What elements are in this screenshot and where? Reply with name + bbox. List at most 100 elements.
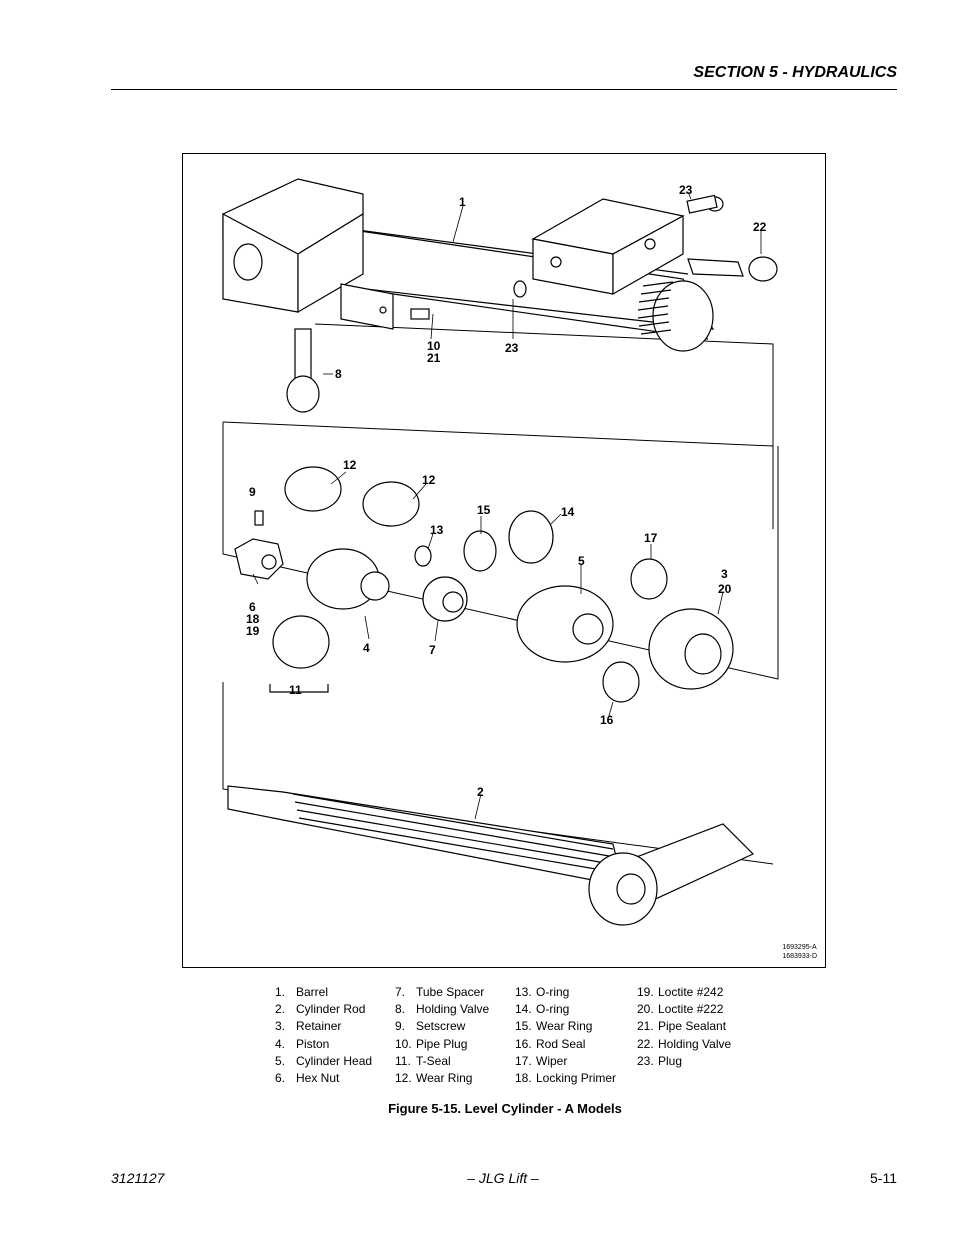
legend-item-label: Cylinder Head xyxy=(296,1053,373,1068)
legend-item-label: Cylinder Rod xyxy=(296,1002,366,1017)
legend-item-label: Loctite #222 xyxy=(658,1002,724,1017)
legend-item: 21. Pipe Sealant xyxy=(637,1018,747,1035)
legend-item-number: 10. xyxy=(395,1036,412,1051)
legend-item-number: 14. xyxy=(515,1002,532,1017)
legend-item-number: 8. xyxy=(395,1002,406,1017)
legend-item: 5. Cylinder Head xyxy=(275,1053,395,1070)
legend-item-number: 6. xyxy=(275,1071,286,1086)
legend-item: 16. Rod Seal xyxy=(515,1036,637,1053)
legend-item-number: 5. xyxy=(275,1053,286,1068)
callout-3: 3 xyxy=(721,567,728,581)
legend-item: 8. Holding Valve xyxy=(395,1001,515,1018)
legend-item: 7. Tube Spacer xyxy=(395,984,515,1001)
document-number: 3121127 xyxy=(111,1170,165,1186)
legend-item-label: Holding Valve xyxy=(416,1002,490,1017)
figure-caption: Figure 5-15. Level Cylinder - A Models xyxy=(388,1101,622,1116)
legend-item: 12. Wear Ring xyxy=(395,1070,515,1087)
parts-legend: 1. Barrel 2. Cylinder Rod 3. Retainer 4. Pis… xyxy=(275,984,747,1087)
callout-2: 2 xyxy=(477,785,484,799)
legend-item-label: T-Seal xyxy=(416,1053,451,1068)
callout-17: 17 xyxy=(644,531,658,545)
legend-item: 18. Locking Primer xyxy=(515,1070,637,1087)
legend-item: 15.Wear Ring xyxy=(515,1018,637,1035)
legend-item-label: Loctite #242 xyxy=(658,985,724,999)
level-cylinder-drawing: 1 2 3 20 4 5 6 18 19 7 8 9 10 21 11 12 1… xyxy=(222,178,779,926)
drawing-id: 1693295-A xyxy=(782,944,817,951)
legend-item-number: 15. xyxy=(515,1019,532,1034)
legend-item: 13.O-ring xyxy=(515,984,637,1001)
legend-item-label: Holding Valve xyxy=(658,1036,732,1051)
callout-23b: 23 xyxy=(505,341,519,355)
callout-12a: 12 xyxy=(343,458,357,472)
callout-19: 19 xyxy=(246,624,260,638)
legend-item: 22. Holding Valve xyxy=(637,1036,747,1053)
legend-item-number: 2. xyxy=(275,1002,286,1017)
legend-item: 19. Loctite #242 xyxy=(637,984,747,1001)
legend-item-number: 20. xyxy=(637,1002,654,1017)
legend-item-number: 9. xyxy=(395,1019,406,1034)
legend-item-number: 11. xyxy=(395,1053,411,1068)
legend-item-number: 4. xyxy=(275,1036,286,1051)
legend-item-number: 1. xyxy=(275,985,286,999)
legend-item-number: 23. xyxy=(637,1053,654,1068)
section-title: SECTION 5 - HYDRAULICS xyxy=(693,64,897,81)
legend-item: 3. Retainer xyxy=(275,1018,395,1035)
footer-brand: – JLG Lift – xyxy=(467,1170,539,1186)
legend-item-label: Plug xyxy=(658,1053,683,1068)
callout-14: 14 xyxy=(561,505,575,519)
legend-item: 9. Setscrew xyxy=(395,1018,515,1035)
legend-item-label: Pipe Sealant xyxy=(658,1019,727,1034)
legend-item-label: Hex Nut xyxy=(296,1071,340,1086)
legend-item: 23. Plug xyxy=(637,1053,747,1070)
legend-item-label: Tube Spacer xyxy=(416,985,485,999)
legend-item-number: 16. xyxy=(515,1036,532,1051)
callout-9: 9 xyxy=(249,485,256,499)
callout-23a: 23 xyxy=(679,183,693,197)
header-rule xyxy=(111,89,897,90)
callout-21: 21 xyxy=(427,351,441,365)
legend-item: 10.Pipe Plug xyxy=(395,1036,515,1053)
legend-item-label: O-ring xyxy=(536,985,570,999)
legend-item: 6. Hex Nut xyxy=(275,1070,395,1087)
callout-8: 8 xyxy=(335,367,342,381)
callout-11: 11 xyxy=(289,683,302,697)
callout-16: 16 xyxy=(600,713,614,727)
callout-22: 22 xyxy=(753,220,767,234)
legend-column-3: 13.O-ring 14. O-ring 15.Wear Ring 16. Rod … xyxy=(515,984,637,1087)
callout-13: 13 xyxy=(430,523,444,537)
legend-column-2: 7. Tube Spacer 8. Holding Valve 9. Setscrew… xyxy=(395,984,515,1087)
legend-item-label: O-ring xyxy=(536,1002,570,1017)
callout-6: 6 xyxy=(249,600,256,614)
callout-1: 1 xyxy=(459,195,466,209)
legend-item-number: 21. xyxy=(637,1019,654,1034)
legend-item-label: Wear Ring xyxy=(416,1071,473,1086)
legend-item-number: 3. xyxy=(275,1019,286,1034)
legend-item-label: Setscrew xyxy=(416,1019,466,1034)
legend-item-label: Locking Primer xyxy=(536,1071,617,1086)
legend-item: 1. Barrel xyxy=(275,984,395,1001)
legend-item-number: 17. xyxy=(515,1053,532,1068)
legend-item-label: Barrel xyxy=(296,985,329,999)
legend-item-label: Piston xyxy=(296,1036,330,1051)
callout-10: 10 xyxy=(427,339,441,353)
callout-5: 5 xyxy=(578,554,585,568)
legend-item: 4. Piston xyxy=(275,1036,395,1053)
legend-item-number: 12. xyxy=(395,1071,412,1086)
callout-20: 20 xyxy=(718,582,732,596)
legend-item-number: 18. xyxy=(515,1071,532,1086)
exploded-view-figure: 1 2 3 20 4 5 6 18 19 7 8 9 10 21 11 12 1… xyxy=(182,153,826,968)
callout-4: 4 xyxy=(363,641,370,655)
legend-item-label: Retainer xyxy=(296,1019,342,1034)
legend-item-number: 19. xyxy=(637,985,654,999)
page-number: 5-11 xyxy=(870,1170,897,1186)
legend-item: 20. Loctite #222 xyxy=(637,1001,747,1018)
legend-item: 2. Cylinder Rod xyxy=(275,1001,395,1018)
legend-item-number: 22. xyxy=(637,1036,654,1051)
legend-item: 17. Wiper xyxy=(515,1053,637,1070)
legend-column-1: 1. Barrel 2. Cylinder Rod 3. Retainer 4. Pis… xyxy=(275,984,395,1087)
legend-item-label: Rod Seal xyxy=(536,1036,586,1051)
callout-15: 15 xyxy=(477,503,491,517)
legend-item-label: Wiper xyxy=(536,1053,568,1068)
legend-item-number: 7. xyxy=(395,985,406,999)
callout-18: 18 xyxy=(246,612,260,626)
